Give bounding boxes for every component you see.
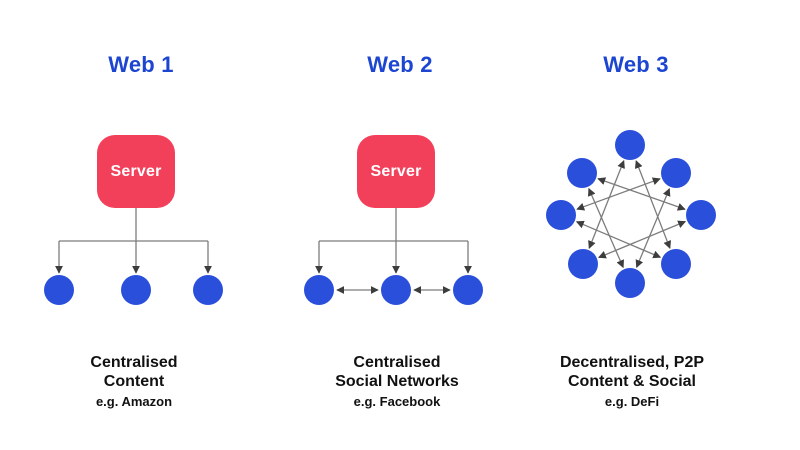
caption-web1: Centralised Content e.g. Amazon	[29, 353, 239, 409]
peer-node	[567, 158, 597, 188]
caption-line: Content & Social	[567, 373, 696, 390]
server-box	[97, 135, 175, 208]
caption-example: e.g. Amazon	[95, 394, 173, 409]
server-label: Server	[370, 162, 422, 180]
client-node	[453, 275, 483, 305]
peer-node	[661, 249, 691, 279]
peer-node	[546, 200, 576, 230]
client-node	[121, 275, 151, 305]
caption-line: Decentralised, P2P	[559, 354, 705, 371]
p2p-arrow	[597, 177, 686, 211]
column-title-web1: Web 1	[108, 52, 174, 77]
client-node	[44, 275, 74, 305]
web2-topology	[304, 135, 483, 305]
peer-node	[661, 158, 691, 188]
column-title-web2: Web 2	[367, 52, 433, 77]
web1-topology	[44, 135, 223, 305]
peer-node	[686, 200, 716, 230]
server-box	[357, 135, 435, 208]
caption-web2: Centralised Social Networks e.g. Faceboo…	[292, 353, 502, 409]
peer-node	[568, 249, 598, 279]
caption-line: Social Networks	[335, 373, 459, 390]
client-node	[193, 275, 223, 305]
caption-example: e.g. Facebook	[353, 394, 441, 409]
peer-node	[615, 130, 645, 160]
peer-node	[615, 268, 645, 298]
caption-line: Content	[103, 373, 165, 390]
caption-example: e.g. DeFi	[604, 394, 660, 409]
client-node	[304, 275, 334, 305]
column-title-web3: Web 3	[603, 52, 669, 77]
web3-topology	[546, 130, 716, 298]
caption-line: Centralised	[90, 354, 178, 371]
server-label: Server	[110, 162, 162, 180]
caption-line: Centralised	[353, 354, 441, 371]
caption-web3: Decentralised, P2P Content & Social e.g.…	[527, 353, 737, 409]
client-node	[381, 275, 411, 305]
